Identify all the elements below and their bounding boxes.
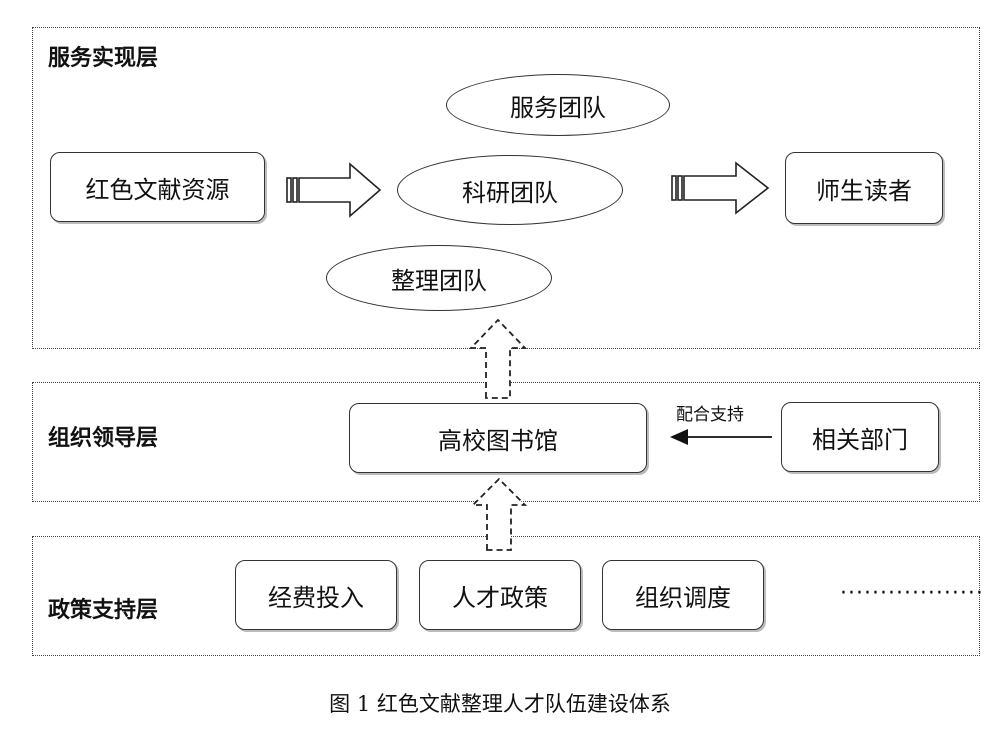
research-team-ellipse: 科研团队 xyxy=(397,155,623,225)
cooperation-support-label: 配合支持 xyxy=(676,405,744,425)
policy-layer-title: 政策支持层 xyxy=(48,598,159,623)
service-team-ellipse: 服务团队 xyxy=(446,74,670,136)
red-literature-resource-box: 红色文献资源 xyxy=(50,152,265,222)
figure-caption: 图 1 红色文献整理人才队伍建设体系 xyxy=(329,692,671,716)
funding-investment-box: 经费投入 xyxy=(235,560,397,630)
organization-dispatch-box: 组织调度 xyxy=(602,560,764,630)
more-items-ellipsis: ·················· xyxy=(840,581,984,606)
related-departments-box: 相关部门 xyxy=(781,402,939,472)
teacher-student-readers-box: 师生读者 xyxy=(785,152,943,224)
organization-layer-title: 组织领导层 xyxy=(48,426,159,451)
service-layer-title: 服务实现层 xyxy=(48,46,159,71)
talent-policy-box: 人才政策 xyxy=(419,560,581,630)
arrangement-team-ellipse: 整理团队 xyxy=(326,245,552,311)
university-library-box: 高校图书馆 xyxy=(349,403,647,473)
